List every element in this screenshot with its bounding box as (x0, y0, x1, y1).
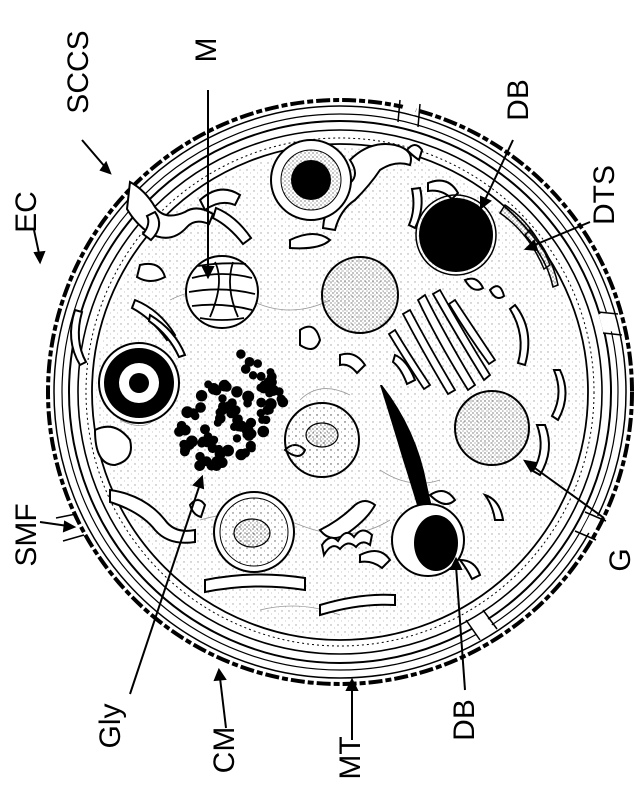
label-db-bottom: DB (448, 699, 481, 741)
label-g: G (604, 548, 637, 571)
glycogen-particle (222, 445, 234, 457)
glycogen-particle (230, 405, 240, 415)
glycogen-particle (209, 436, 218, 445)
glycogen-particle (233, 420, 244, 431)
glycogen-particle (247, 429, 257, 439)
glycogen-particle (195, 452, 204, 461)
glycogen-particle (212, 457, 223, 468)
glycogen-particle (267, 377, 277, 387)
glycogen-particle (241, 448, 250, 457)
glycogen-particle (194, 460, 205, 471)
glycogen-particle (200, 424, 210, 434)
glycogen-particle (265, 398, 277, 410)
glycogen-particle (218, 394, 226, 402)
label-gly: Gly (94, 704, 127, 749)
glycogen-particle (236, 349, 245, 358)
glycogen-particle (253, 359, 262, 368)
glycogen-particle (256, 398, 266, 408)
glycogen-particle (241, 364, 251, 374)
glycogen-particle (246, 418, 256, 428)
label-dts: DTS (588, 165, 621, 225)
glycogen-particle (249, 371, 257, 379)
glycogen-particle (277, 394, 286, 403)
glycogen-particle (191, 412, 199, 420)
glycogen-particle (231, 386, 242, 397)
glycogen-particle (204, 380, 212, 388)
dense-body-top (271, 140, 351, 220)
glycogen-particle (243, 399, 252, 408)
label-ec: EC (10, 191, 43, 233)
glycogen-particle (258, 426, 270, 438)
glycogen-particle (177, 421, 187, 431)
glycogen-particle (180, 444, 190, 454)
glycogen-particle (233, 434, 241, 442)
glycogen-particle (196, 390, 207, 401)
glycogen-particle (212, 386, 222, 396)
label-cm: CM (208, 727, 241, 774)
glycogen-particle (256, 384, 264, 392)
label-db-top: DB (502, 79, 535, 121)
label-mt: MT (334, 736, 367, 779)
glycogen-particle (214, 419, 222, 427)
label-sccs: SCCS (62, 30, 95, 113)
glycogen-particle (267, 368, 275, 376)
glycogen-particle (195, 402, 206, 413)
label-smf: SMF (10, 503, 43, 566)
glycogen-particle (265, 389, 273, 397)
dense-body-top-right (416, 195, 496, 275)
dense-body-left (99, 343, 179, 423)
glycogen-particle (258, 416, 266, 424)
mitochondrion (186, 256, 258, 328)
label-m: M (190, 38, 223, 63)
